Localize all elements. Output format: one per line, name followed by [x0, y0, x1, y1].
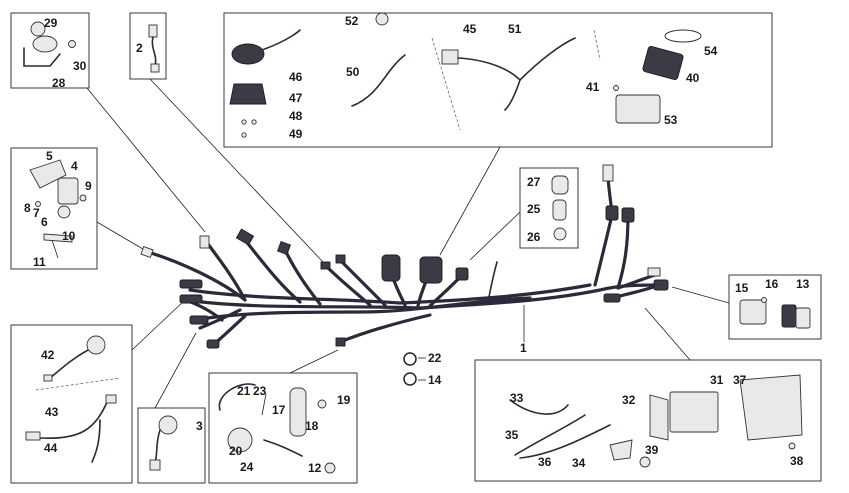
callout-34: 34 — [572, 456, 586, 470]
callout-10: 10 — [62, 229, 76, 243]
inset-box-40-54 — [223, 12, 773, 148]
callout-54: 54 — [704, 44, 718, 58]
part-13-16-relays — [739, 297, 811, 329]
callout-30: 30 — [73, 59, 87, 73]
callout-35: 35 — [505, 428, 519, 442]
callout-25: 25 — [527, 202, 541, 216]
callout-23: 23 — [253, 384, 267, 398]
callout-17: 17 — [272, 403, 286, 417]
callout-21: 21 — [237, 384, 251, 398]
callout-37: 37 — [733, 373, 747, 387]
callout-45: 45 — [463, 22, 477, 36]
callout-8: 8 — [24, 201, 31, 215]
callout-33: 33 — [510, 391, 524, 405]
harness-connectors — [140, 164, 669, 349]
callout-32: 32 — [622, 393, 636, 407]
callout-48: 48 — [289, 109, 303, 123]
callout-14: 14 — [428, 373, 442, 387]
part-42-44-sensor-cable — [25, 335, 121, 463]
callout-46: 46 — [289, 70, 303, 84]
callout-50: 50 — [346, 65, 360, 79]
part-25-27-switch — [551, 175, 569, 241]
callout-7: 7 — [33, 206, 40, 220]
callout-27: 27 — [527, 175, 541, 189]
callout-28: 28 — [52, 76, 66, 90]
callout-41: 41 — [586, 80, 600, 94]
callout-44: 44 — [44, 441, 58, 455]
callout-38: 38 — [790, 454, 804, 468]
callout-13: 13 — [796, 277, 810, 291]
callout-20: 20 — [229, 444, 243, 458]
part-40-54-ecu-group — [229, 12, 702, 138]
callout-42: 42 — [41, 348, 55, 362]
part-28-30-bracket — [23, 21, 76, 67]
leader-lines — [86, 78, 730, 409]
callout-26: 26 — [527, 230, 541, 244]
part-12-24-ignition — [218, 383, 336, 474]
main-wiring-harness — [146, 176, 662, 347]
part-4-11-relay-bracket — [29, 159, 87, 259]
callout-1: 1 — [520, 341, 527, 355]
callout-24: 24 — [240, 460, 254, 474]
callout-4: 4 — [71, 159, 78, 173]
callout-39: 39 — [645, 443, 659, 457]
callout-49: 49 — [289, 127, 303, 141]
callout-11: 11 — [33, 255, 46, 269]
callout-43: 43 — [45, 405, 59, 419]
washers-22-14 — [403, 352, 426, 386]
callout-3: 3 — [196, 419, 203, 433]
callout-19: 19 — [337, 393, 351, 407]
callout-16: 16 — [765, 277, 779, 291]
callout-5: 5 — [46, 149, 53, 163]
callout-15: 15 — [735, 281, 749, 295]
callout-12: 12 — [308, 461, 322, 475]
callout-29: 29 — [44, 16, 58, 30]
callout-labels: 29 30 28 2 52 45 51 54 50 46 40 41 47 48… — [24, 14, 810, 475]
callout-47: 47 — [289, 91, 303, 105]
inset-box-42-44 — [10, 324, 133, 484]
callout-40: 40 — [686, 71, 700, 85]
callout-52: 52 — [345, 14, 359, 28]
callout-53: 53 — [664, 113, 678, 127]
part-2-sensor — [148, 24, 160, 73]
inset-box-2 — [129, 12, 167, 80]
callout-2: 2 — [136, 41, 143, 55]
part-31-39-battery-box — [509, 374, 803, 468]
callout-51: 51 — [508, 22, 522, 36]
callout-9: 9 — [85, 179, 92, 193]
callout-31: 31 — [710, 373, 724, 387]
callout-36: 36 — [538, 455, 552, 469]
part-3-coil — [149, 415, 178, 471]
callout-6: 6 — [41, 215, 48, 229]
callout-22: 22 — [428, 351, 442, 365]
callout-18: 18 — [305, 419, 319, 433]
